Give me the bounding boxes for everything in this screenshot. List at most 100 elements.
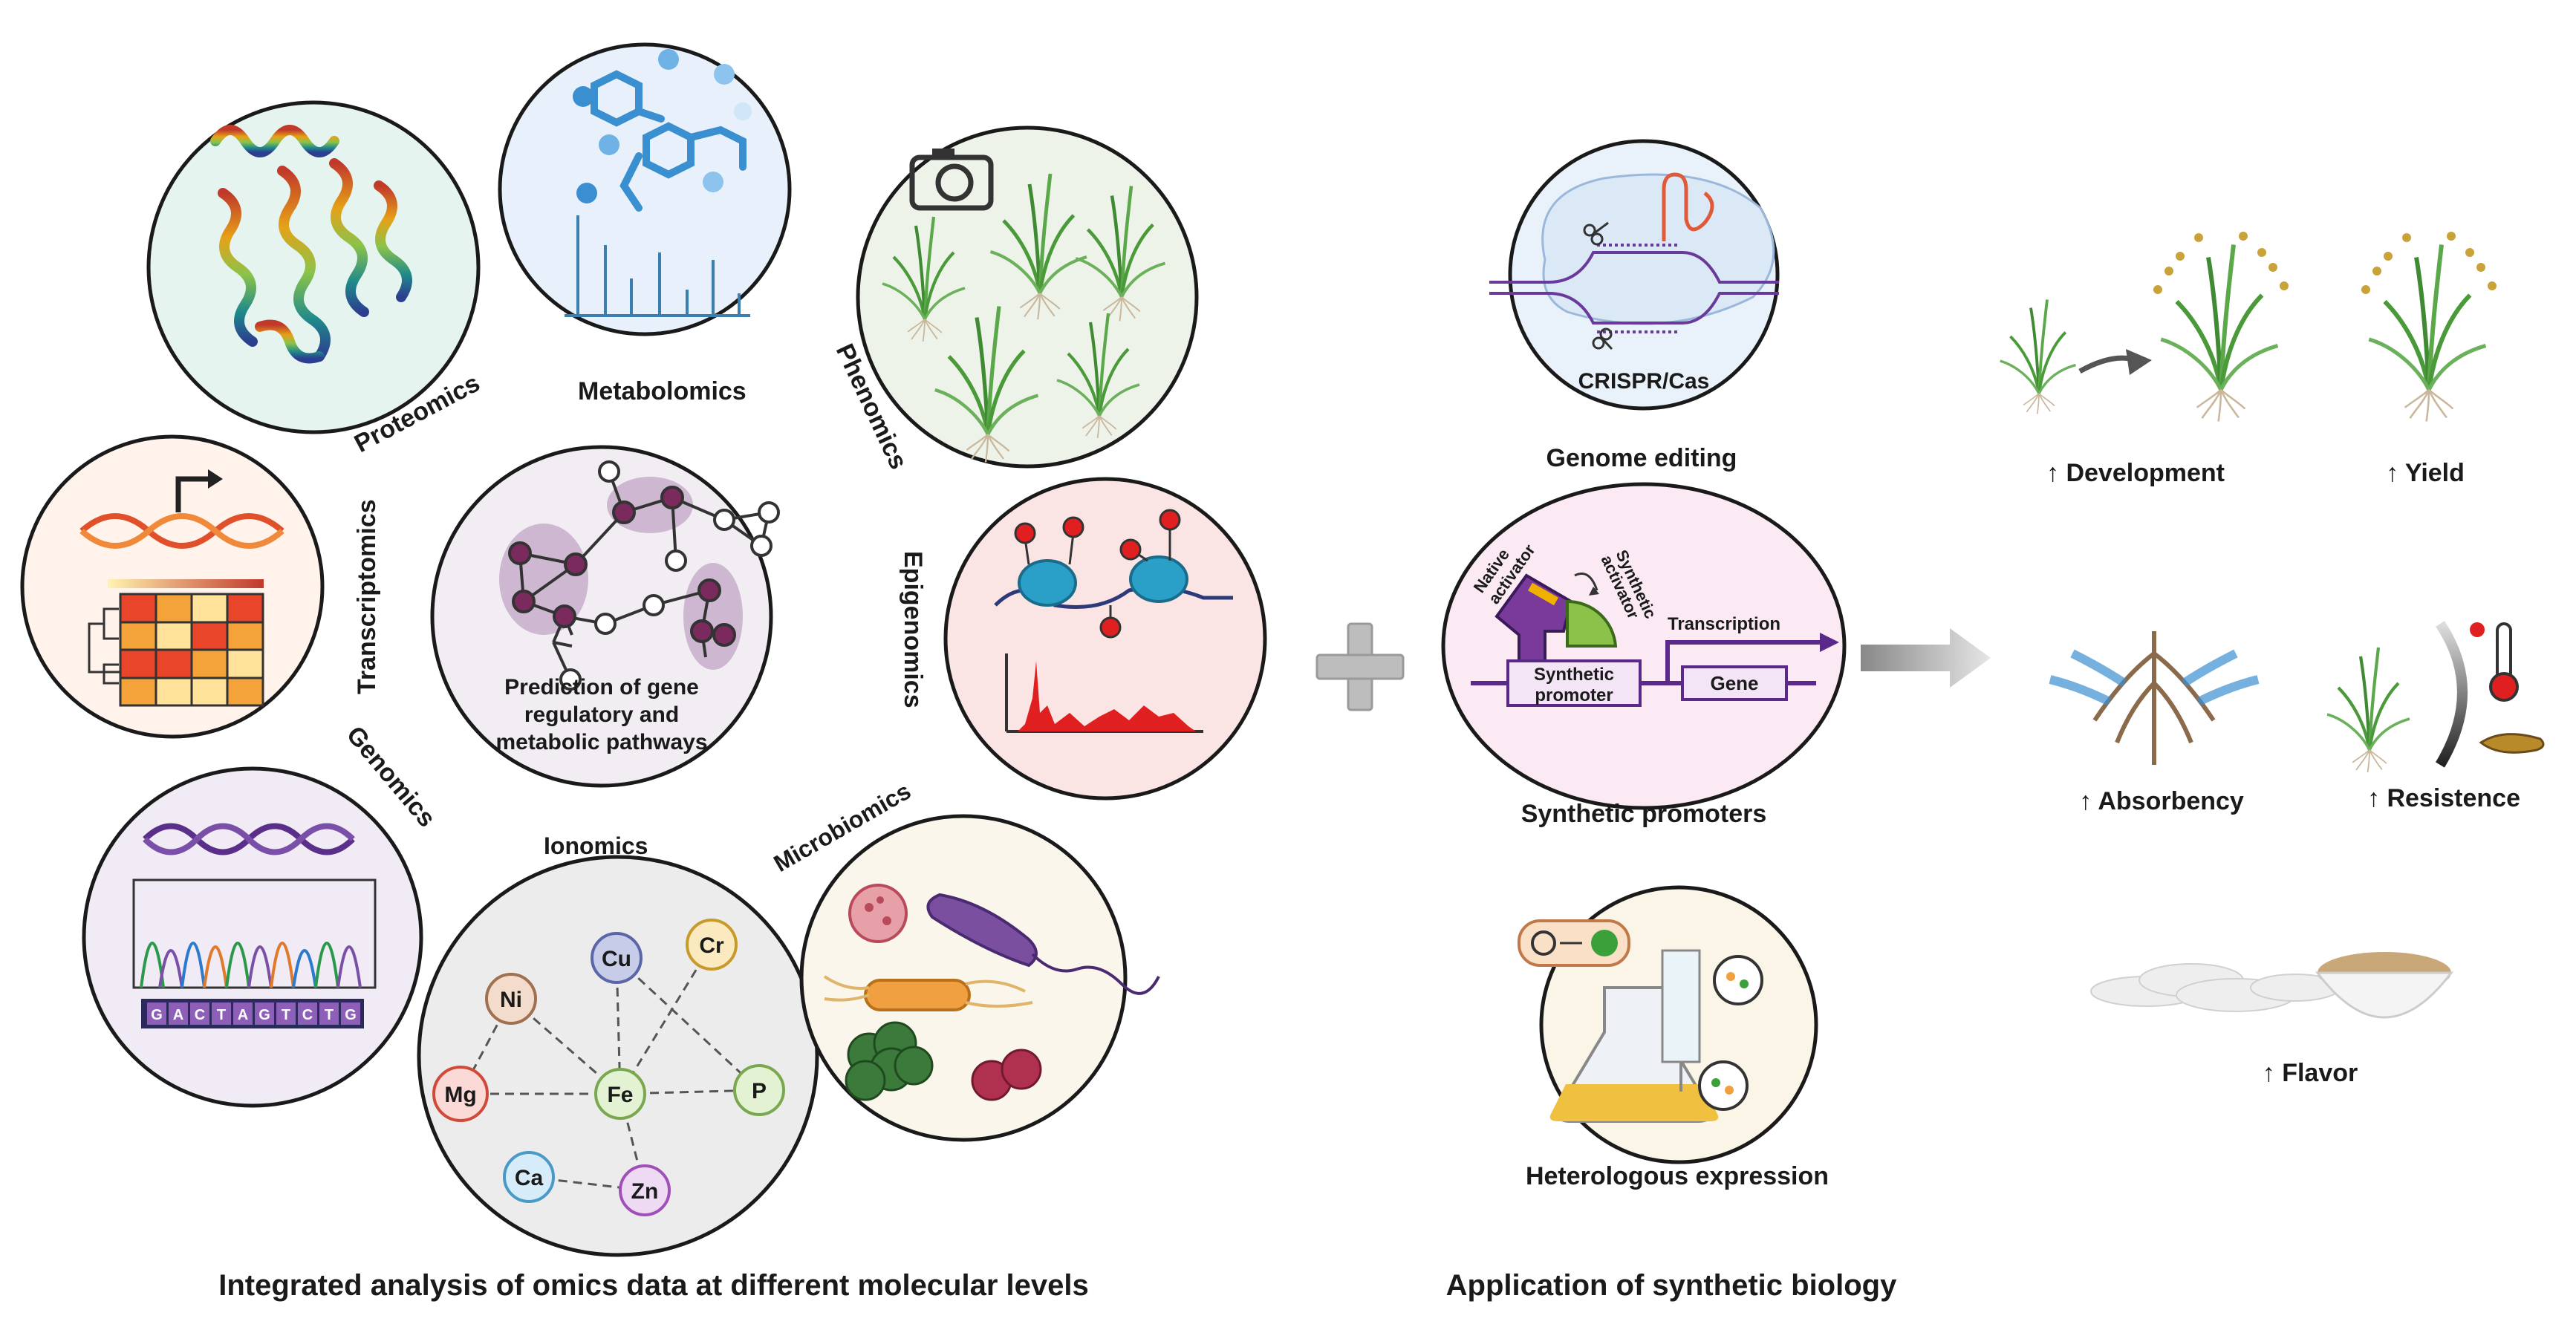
- metabolite-molecules-icon: [591, 70, 747, 212]
- right-section-title: Application of synthetic biology: [1446, 1269, 1897, 1302]
- center-text-line2: regulatory and: [524, 702, 679, 727]
- scissors-icon: [1583, 221, 1613, 351]
- heatmap-icon: [88, 593, 264, 707]
- genome-editing-label: Genome editing: [1546, 444, 1737, 472]
- synthetic-promoters-label: Synthetic promoters: [1521, 800, 1767, 828]
- root-icon: [2092, 631, 2216, 765]
- sequence-strip: G A C T A G T C T G: [141, 999, 364, 1028]
- transcription-label: Transcription: [1668, 614, 1780, 634]
- trait-development: ↑ Development: [2046, 459, 2225, 487]
- ion-label-zn: Zn: [631, 1179, 659, 1204]
- microbiomics-panel: [799, 814, 1160, 1142]
- ion-node-ca: [503, 1151, 555, 1203]
- ion-node-fe: [594, 1068, 646, 1120]
- heterologous-expression-label: Heterologous expression: [1526, 1162, 1829, 1190]
- yield-panel: [2361, 232, 2497, 422]
- absorbency-panel: [2049, 631, 2260, 765]
- base-2: C: [195, 1007, 205, 1023]
- proteomics-panel: [146, 100, 481, 434]
- base-4: A: [238, 1007, 248, 1023]
- base-7: C: [302, 1007, 313, 1023]
- epigenomics-label: Epigenomics: [899, 551, 927, 708]
- shield-arc-icon: [2435, 621, 2468, 768]
- transcriptomics-panel: [20, 434, 325, 739]
- guide-rna-icon: [1662, 172, 1714, 241]
- crispr-panel: CRISPR/Cas: [1489, 139, 1780, 411]
- ion-label-fe: Fe: [607, 1083, 633, 1107]
- ionomics-label: Ionomics: [544, 832, 648, 859]
- resistence-panel: [2327, 621, 2545, 772]
- base-6: T: [282, 1007, 290, 1023]
- rice-bowl-icon: [2315, 952, 2454, 1019]
- transformation-icon: [1518, 919, 1630, 967]
- trait-absorbency: ↑ Absorbency: [2079, 787, 2244, 815]
- arrow-right-icon: [1861, 628, 1991, 688]
- ion-label-mg: Mg: [444, 1083, 476, 1107]
- nucleosome-icon: [1018, 555, 1188, 607]
- epigenomics-panel: [943, 477, 1267, 801]
- trait-flavor: ↑ Flavor: [2263, 1059, 2358, 1087]
- metabolite-dots: [573, 49, 752, 203]
- mass-spectrum-icon: [565, 215, 750, 317]
- trait-resistence: ↑ Resistence: [2367, 784, 2520, 812]
- ion-node-zn: [619, 1164, 671, 1216]
- center-text-line3: metabolic pathways: [495, 730, 707, 754]
- genome-dna-icon: [143, 823, 355, 855]
- base-3: T: [217, 1007, 226, 1023]
- activator-icon: [1494, 573, 1618, 666]
- ion-label-cu: Cu: [602, 947, 631, 971]
- rice-grains-icon: [2090, 963, 2341, 1012]
- column-icon: [1661, 949, 1701, 1108]
- ion-node-mg: [432, 1066, 489, 1122]
- base-5: G: [258, 1007, 270, 1023]
- transcriptomics-label: Transcriptomics: [353, 499, 381, 694]
- ion-node-cu: [591, 932, 643, 984]
- virus-icon: [848, 884, 908, 943]
- synthetic-promoter-line2: promoter: [1535, 685, 1613, 705]
- ion-label-ca: Ca: [515, 1166, 544, 1190]
- water-flow-icon: [2049, 649, 2127, 706]
- ion-node-cr: [686, 919, 738, 971]
- bacteria-cluster-icon: [845, 1021, 934, 1101]
- chromatogram-icon: [140, 942, 362, 988]
- insect-icon: [2479, 733, 2545, 754]
- left-section-title: Integrated analysis of omics data at dif…: [218, 1269, 1089, 1302]
- crispr-label: CRISPR/Cas: [1578, 369, 1710, 394]
- center-text-line1: Prediction of gene: [504, 675, 699, 700]
- base-1: A: [173, 1007, 183, 1023]
- promoter-construct: [1471, 633, 1839, 707]
- growth-arrow-icon: [2078, 355, 2137, 374]
- tss-arrow-icon: [175, 476, 212, 512]
- gene-label: Gene: [1710, 672, 1758, 694]
- metabolomics-label: Metabolomics: [578, 377, 747, 405]
- development-panel: [1998, 232, 2289, 422]
- base-8: T: [325, 1007, 334, 1023]
- ion-node-p: [733, 1064, 785, 1116]
- ion-label-cr: Cr: [699, 933, 724, 958]
- heterologous-expression-panel: [1518, 885, 1818, 1164]
- bacterium-purple-icon: [926, 893, 1160, 995]
- ion-nodes: [432, 919, 785, 1216]
- synthetic-promoter-line1: Synthetic: [1534, 665, 1614, 685]
- ion-label-ni: Ni: [500, 988, 522, 1012]
- metabolomics-panel: [498, 42, 792, 336]
- ionomics-panel: Cu Cr Ni Mg Fe P Ca Zn: [417, 855, 819, 1257]
- dna-helix-icon: [79, 513, 284, 549]
- bacterium-orange-icon: [823, 975, 1033, 1011]
- protein-structure-icon: [210, 125, 412, 364]
- phenomics-panel: [856, 125, 1199, 469]
- synthetic-promoter-panel: Native activator Synthetic activator Tra…: [1441, 482, 1847, 810]
- coccus-icon: [971, 1049, 1042, 1101]
- flask-icon: [1549, 986, 1719, 1123]
- camera-icon: [909, 149, 994, 211]
- thermometer-icon: [2470, 622, 2519, 702]
- methylation-marks: [1014, 509, 1181, 639]
- plus-icon: [1315, 622, 1405, 711]
- genomics-panel: G A C T A G T C T G: [82, 766, 423, 1108]
- ion-node-ni: [485, 973, 537, 1025]
- chip-seq-plot: [1005, 653, 1203, 733]
- trait-yield: ↑ Yield: [2386, 459, 2465, 487]
- ion-label-p: P: [752, 1079, 767, 1103]
- base-0: G: [151, 1007, 163, 1023]
